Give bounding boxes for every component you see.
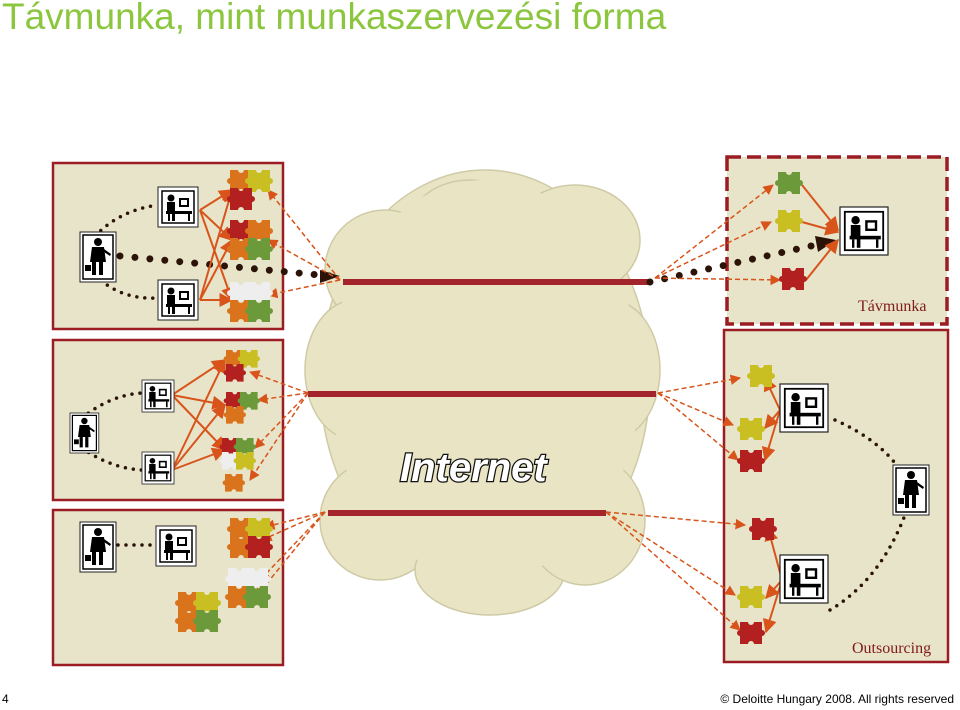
page-number: 4 xyxy=(2,692,9,706)
outsourcing-label: Outsourcing xyxy=(852,640,932,657)
workstation-icon-3 xyxy=(141,379,175,413)
dotted-flow-right xyxy=(646,240,824,286)
manager-icon-4 xyxy=(892,464,930,516)
workstation-icon-7 xyxy=(779,383,829,433)
connection-bar-2 xyxy=(308,391,656,397)
dotted-flow-left xyxy=(116,252,334,280)
workstation-icon-2 xyxy=(157,279,199,321)
connection-bar-1 xyxy=(343,279,648,285)
manager-icon-2 xyxy=(69,412,100,454)
copyright: © Deloitte Hungary 2008. All rights rese… xyxy=(720,692,954,706)
manager-icon-3 xyxy=(79,521,117,573)
connection-bar-3 xyxy=(328,510,606,516)
workstation-icon-4 xyxy=(141,451,175,485)
manager-icon-1 xyxy=(79,231,117,283)
tavmunka-label: Távmunka xyxy=(858,298,927,315)
workstation-icon-6 xyxy=(839,206,889,256)
workstation-icon-8 xyxy=(779,554,829,604)
internet-label: Internet xyxy=(400,446,548,490)
slide-title: Távmunka, mint munkaszervezési forma xyxy=(2,0,667,37)
workstation-icon-1 xyxy=(157,186,199,228)
workstation-icon-5 xyxy=(155,525,197,567)
